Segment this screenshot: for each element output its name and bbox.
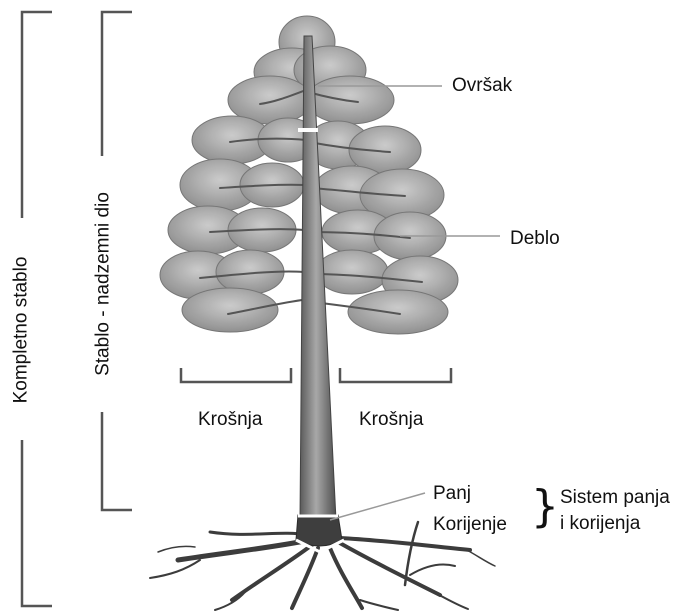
above-ground-label: Stablo - nadzemni dio (94, 192, 113, 376)
crown-right-bracket (340, 368, 451, 382)
trunk-label: Deblo (510, 229, 560, 248)
stump-label: Panj (433, 484, 471, 503)
crown-left-bracket (181, 368, 291, 382)
crown-left-label: Krošnja (198, 410, 262, 429)
stump-root-system-label-line2: i korijenja (560, 514, 640, 533)
top-label: Ovršak (452, 76, 512, 95)
stump-root-brace: } (531, 485, 559, 529)
crown-right-label: Krošnja (359, 410, 423, 429)
stump-illustration (296, 515, 344, 552)
complete-tree-label: Kompletno stablo (12, 257, 31, 404)
stump-root-system-label-line1: Sistem panja (560, 488, 670, 507)
roots-label: Korijenje (433, 515, 507, 534)
top-division-mark (298, 128, 318, 132)
